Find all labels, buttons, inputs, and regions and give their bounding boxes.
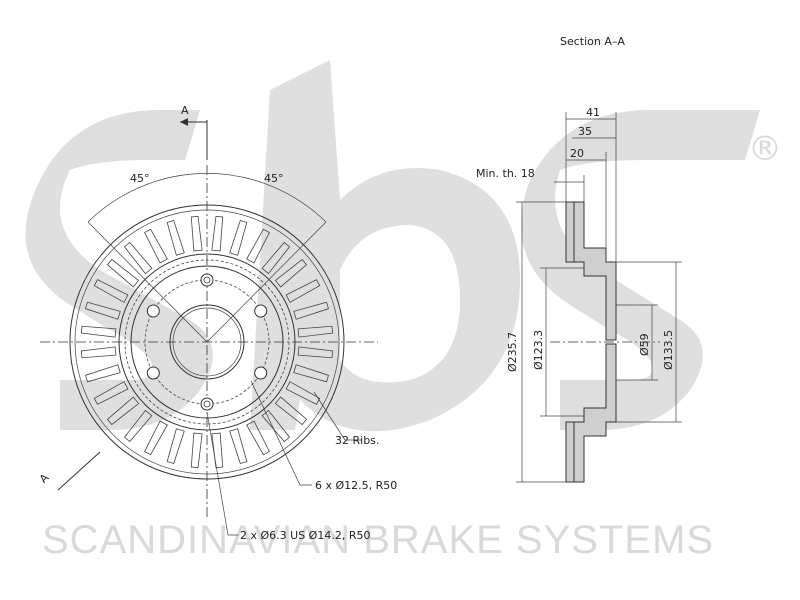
- section-marker-top: A: [181, 104, 189, 117]
- dia-59: Ø59: [638, 333, 651, 356]
- rib: [211, 215, 224, 252]
- rib: [144, 420, 168, 456]
- rib: [261, 241, 291, 275]
- sbs-watermark-logo: [25, 60, 760, 432]
- dim-41: 41: [586, 106, 600, 119]
- rib: [297, 346, 334, 359]
- rib: [261, 409, 291, 443]
- rib: [293, 301, 330, 320]
- small-hole: [203, 276, 211, 284]
- bolt-hole: [200, 397, 214, 411]
- ribs-callout: 32 Ribs.: [335, 434, 379, 447]
- bolt-hole: [254, 304, 268, 318]
- angle-leg-right: [206, 221, 327, 343]
- rib: [190, 215, 203, 252]
- center-bore-chamfer: [172, 307, 242, 377]
- rib: [166, 219, 185, 256]
- bolt-holes-callout: 6 x Ø12.5, R50: [315, 479, 397, 492]
- section-line-bottom: [57, 451, 101, 491]
- angle-right-label: 45°: [264, 172, 284, 185]
- rib: [80, 346, 117, 359]
- dim-20: 20: [570, 147, 584, 160]
- dia-133: Ø133.5: [662, 330, 675, 370]
- hub-outline-hidden: [124, 259, 290, 425]
- rib: [211, 432, 224, 469]
- rib: [229, 428, 248, 465]
- hub-ring: [130, 265, 284, 419]
- section-title: Section A–A: [560, 35, 625, 48]
- ribs-leader: [313, 391, 362, 441]
- rib: [84, 364, 121, 383]
- small-hole: [203, 400, 211, 408]
- bolt-hole: [254, 366, 268, 380]
- front-view: 45° 45° A A 32 Ribs. 6 x Ø12.5, R50 2 x …: [37, 104, 397, 542]
- angle-arc: [87, 173, 327, 223]
- dim-35: 35: [578, 125, 592, 138]
- rib: [80, 325, 117, 338]
- section-arrowhead-top: [180, 118, 188, 126]
- section-marker-bottom: A: [37, 471, 52, 486]
- min-thickness: Min. th. 18: [476, 167, 535, 180]
- rib: [166, 428, 185, 465]
- rib: [106, 258, 140, 288]
- rib: [274, 258, 308, 288]
- rib: [293, 364, 330, 383]
- angle-leg-left: [87, 221, 208, 343]
- disc-outer-inner-edge: [74, 209, 340, 475]
- small-holes-leader: [206, 411, 238, 536]
- rib: [297, 325, 334, 338]
- rib: [144, 228, 168, 264]
- bolt-hole: [146, 304, 160, 318]
- brand-watermark-text: SCANDINAVIAN BRAKE SYSTEMS: [42, 518, 714, 562]
- section-upper-disc: [565, 201, 617, 341]
- rib: [123, 241, 153, 275]
- rib: [285, 381, 321, 405]
- center-bore: [169, 304, 245, 380]
- bolt-hole: [146, 366, 160, 380]
- disc-outer-edge: [69, 204, 345, 480]
- rib: [93, 279, 129, 303]
- dia-123: Ø123.3: [532, 330, 545, 370]
- section-view: Section A–A 41 35 20 Min. th. 18 Ø235.7 …: [476, 35, 682, 483]
- rib: [246, 228, 270, 264]
- rib: [229, 219, 248, 256]
- cooling-ribs: [80, 215, 334, 469]
- rib: [93, 381, 129, 405]
- angle-left-label: 45°: [130, 172, 150, 185]
- bolt-holes: [146, 273, 268, 411]
- rib: [106, 396, 140, 426]
- rib: [285, 279, 321, 303]
- rib: [123, 409, 153, 443]
- friction-ring-inner: [118, 253, 296, 431]
- registered-mark: ®: [748, 129, 782, 169]
- bolt-holes-leader: [250, 380, 312, 486]
- bolt-hole: [200, 273, 214, 287]
- rib: [190, 432, 203, 469]
- rib: [84, 301, 121, 320]
- section-lower-disc: [565, 343, 617, 483]
- rib: [274, 396, 308, 426]
- dia-235: Ø235.7: [506, 332, 519, 372]
- rib: [246, 420, 270, 456]
- small-holes-callout: 2 x Ø6.3 US Ø14.2, R50: [240, 529, 370, 542]
